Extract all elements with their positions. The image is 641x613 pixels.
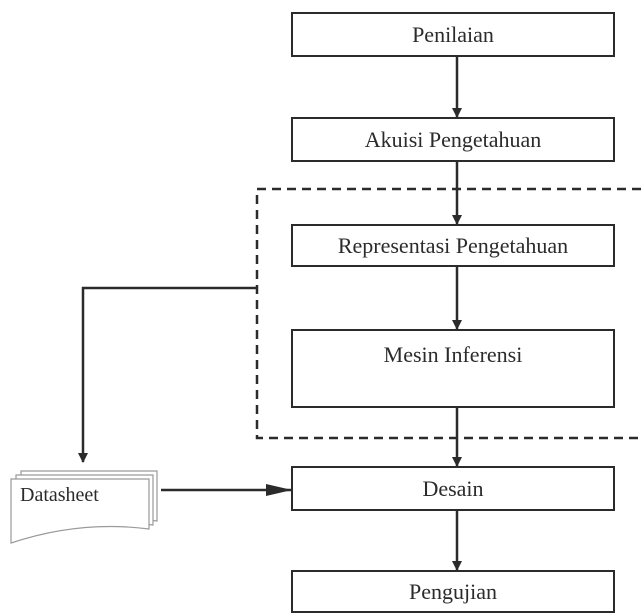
- pengujian-box: Pengujian: [291, 570, 615, 613]
- representasi-pengetahuan-box: Representasi Pengetahuan: [291, 224, 615, 267]
- representasi-pengetahuan-label: Representasi Pengetahuan: [337, 232, 569, 258]
- akuisi-pengetahuan-box: Akuisi Pengetahuan: [291, 117, 615, 162]
- datasheet-document-icon: [10, 470, 158, 544]
- penilaian-label: Penilaian: [412, 21, 494, 47]
- datasheet-label: Datasheet: [20, 484, 99, 506]
- mesin-inferensi-box: Mesin Inferensi: [291, 329, 615, 408]
- desain-box: Desain: [291, 466, 615, 511]
- desain-label: Desain: [422, 475, 484, 501]
- akuisi-pengetahuan-label: Akuisi Pengetahuan: [364, 126, 542, 152]
- pengujian-label: Pengujian: [409, 578, 497, 604]
- knowledge-region-border: [255, 187, 641, 440]
- arrow-region-to-datasheet: [78, 286, 257, 463]
- mesin-inferensi-label: Mesin Inferensi: [383, 342, 523, 367]
- penilaian-box: Penilaian: [291, 12, 615, 57]
